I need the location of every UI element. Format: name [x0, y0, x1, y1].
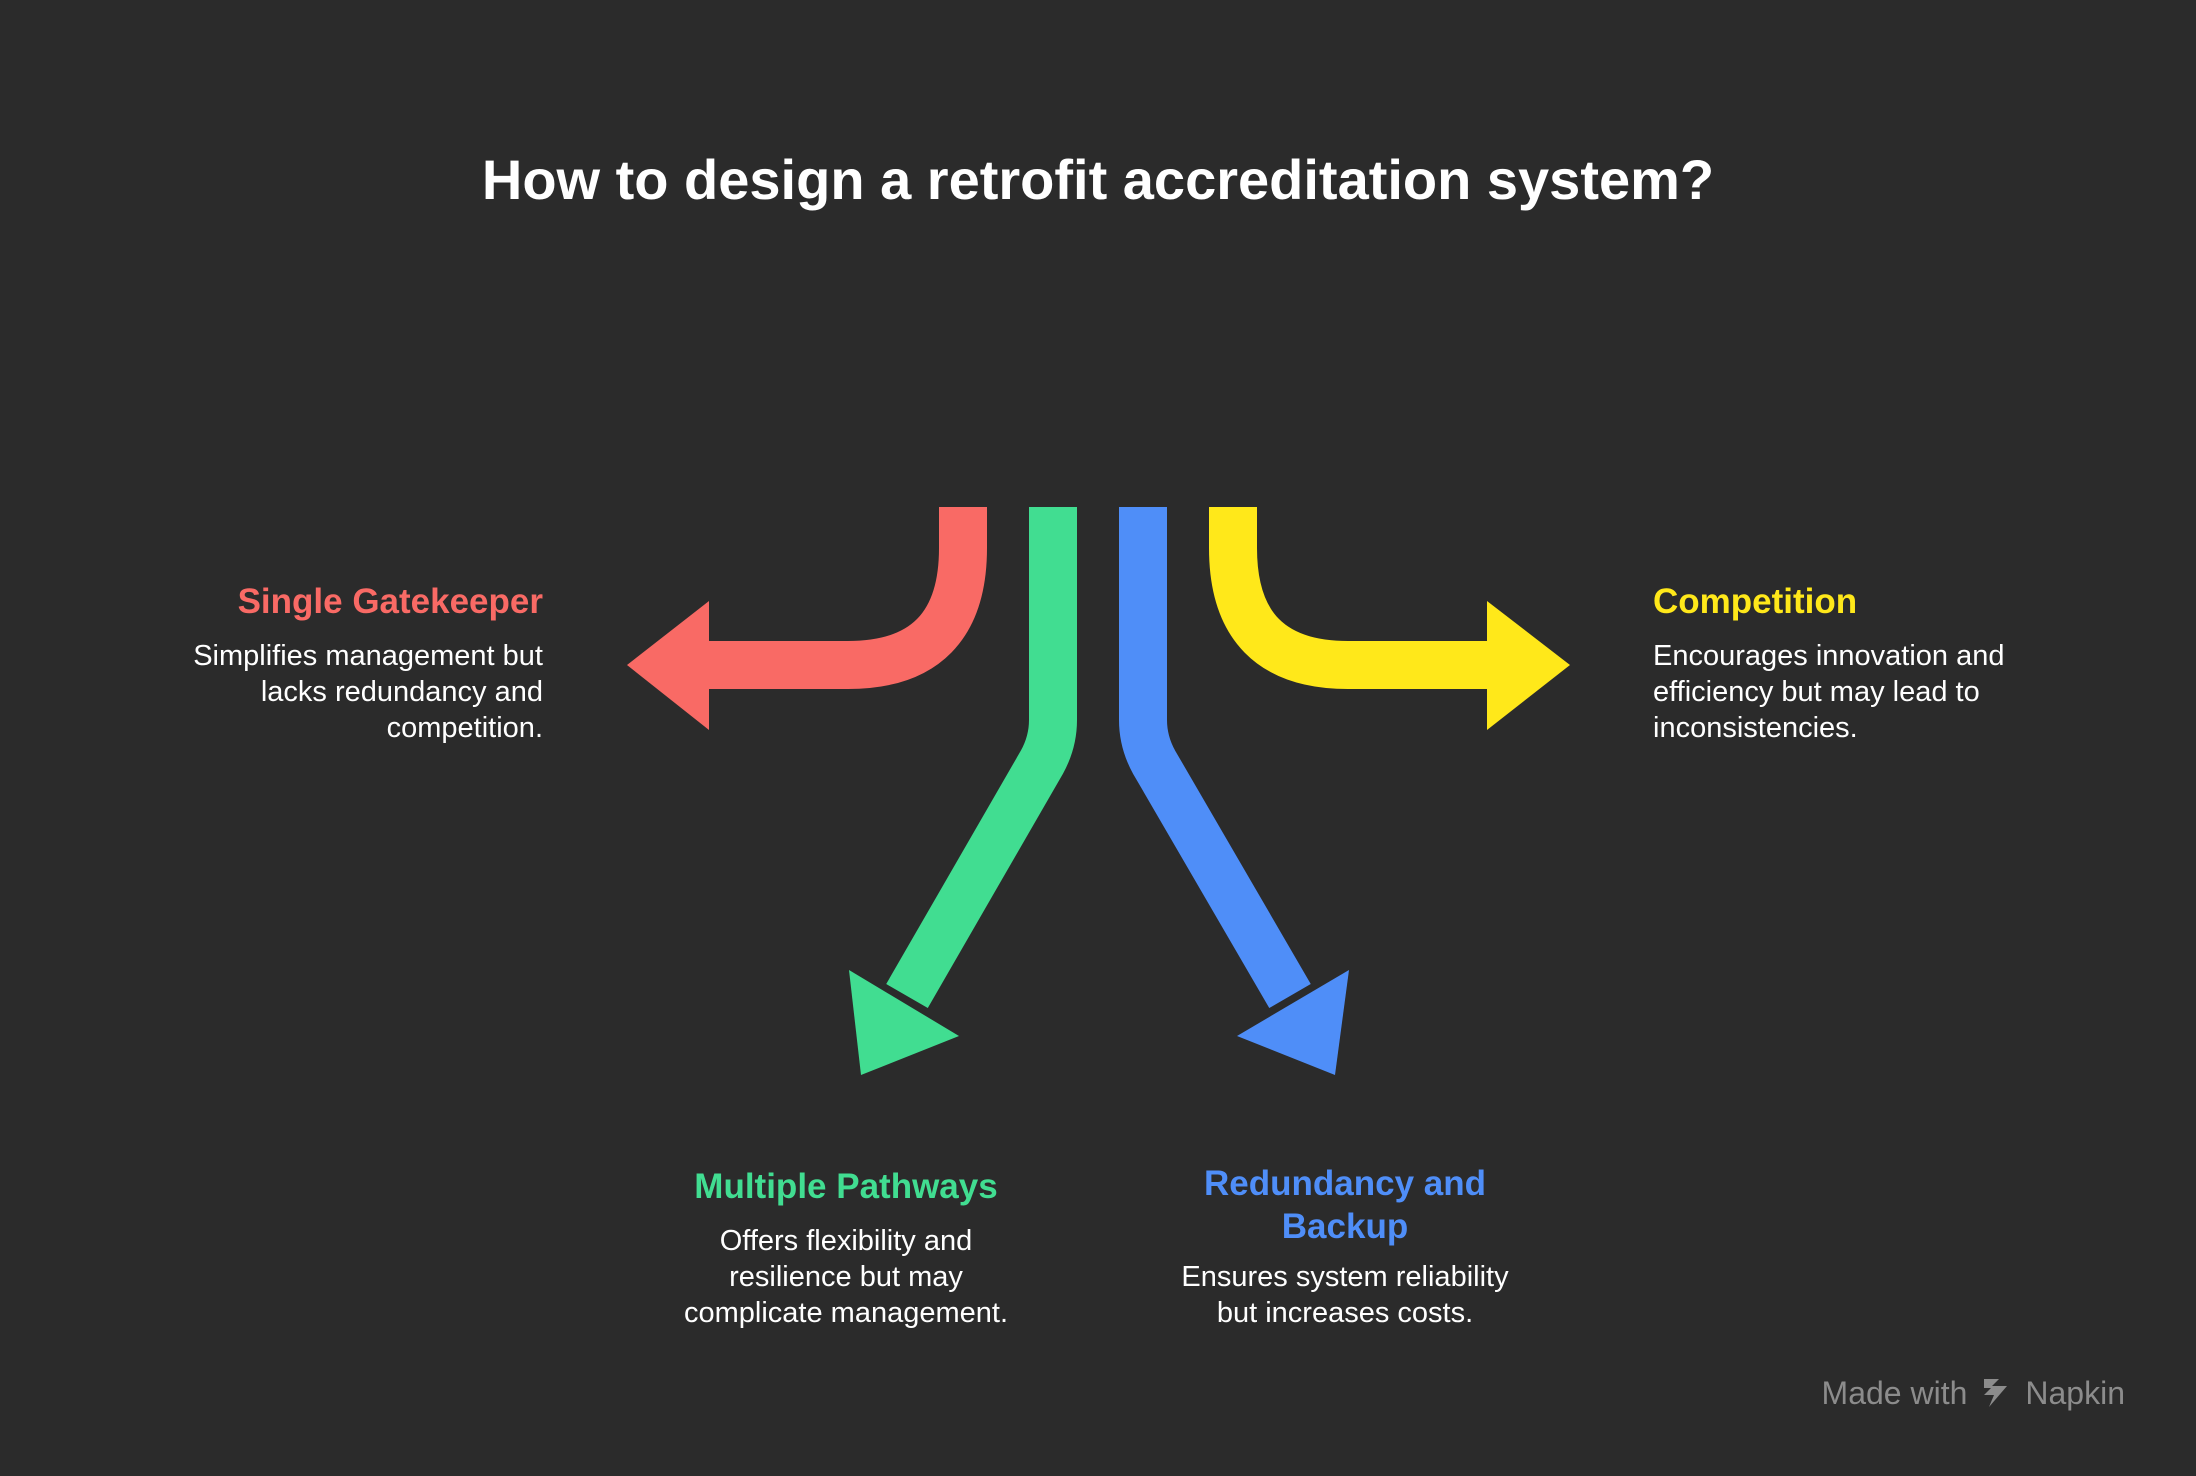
option-single-gatekeeper-description: Simplifies management but lacks redundan… — [193, 640, 543, 744]
option-redundancy-and-backup-description: Ensures system reliability but increases… — [1181, 1261, 1509, 1329]
option-competition-description: Encourages innovation and efficiency but… — [1653, 640, 2005, 744]
option-single-gatekeeper-label: Single Gatekeeper — [237, 582, 543, 621]
option-redundancy-and-backup-label: Redundancy and Backup — [1204, 1164, 1486, 1246]
arrow-redundancy-and-backup — [1119, 507, 1349, 1075]
napkin-brand-label: Napkin — [2025, 1374, 2125, 1411]
option-competition-label: Competition — [1653, 582, 1858, 621]
option-multiple-pathways-description: Offers flexibility and resilience but ma… — [684, 1225, 1008, 1329]
arrow-multiple-pathways — [849, 507, 1077, 1075]
arrow-single-gatekeeper — [627, 507, 987, 730]
made-with-label: Made with — [1821, 1374, 1968, 1411]
diagram-title: How to design a retrofit accreditation s… — [481, 148, 1715, 211]
arrow-competition — [1209, 507, 1570, 730]
napkin-logo-icon — [1981, 1376, 2011, 1410]
option-multiple-pathways-label: Multiple Pathways — [694, 1167, 998, 1206]
made-with-napkin-footer[interactable]: Made with Napkin — [1822, 1370, 2125, 1416]
